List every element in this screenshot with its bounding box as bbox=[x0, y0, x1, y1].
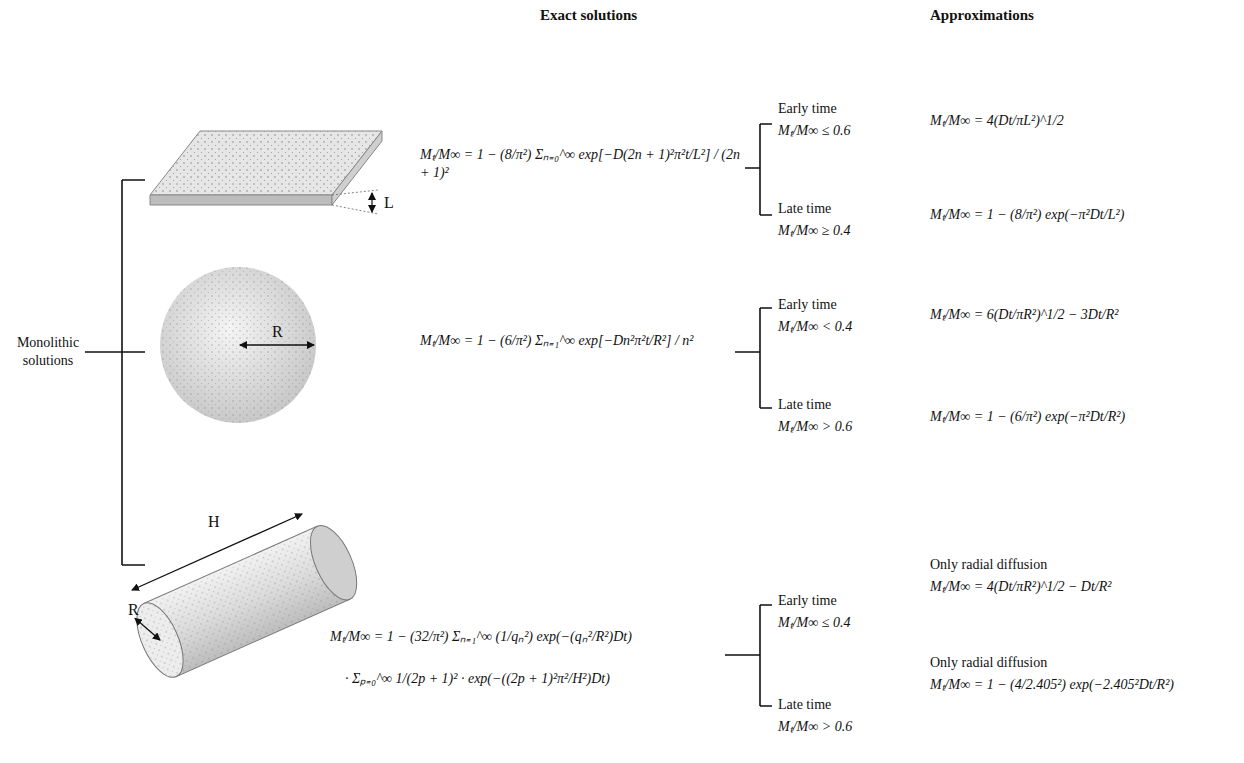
approximation: Mₜ/M∞ = 6(Dt/πR²)^1/2 − 3Dt/R² bbox=[930, 306, 1230, 324]
dimension-label: L bbox=[384, 193, 394, 213]
validity-condition: Mₜ/M∞ > 0.6 bbox=[778, 718, 852, 736]
group-label: Monolithic solutions bbox=[8, 334, 88, 369]
validity-condition: Mₜ/M∞ ≥ 0.4 bbox=[778, 222, 850, 240]
exact-solution: Mₜ/M∞ = 1 − (8/π²) Σₙ₌₀^∞ exp[−D(2n + 1)… bbox=[420, 146, 740, 181]
regime-label: Late time bbox=[778, 696, 831, 714]
exact-solution: Mₜ/M∞ = 1 − (6/π²) Σₙ₌₁^∞ exp[−Dn²π²t/R²… bbox=[420, 332, 730, 350]
regime-label: Early time bbox=[778, 592, 837, 610]
regime-label: Late time bbox=[778, 200, 831, 218]
exact-solution: Mₜ/M∞ = 1 − (32/π²) Σₙ₌₁^∞ (1/qₙ²) exp(−… bbox=[330, 628, 720, 646]
validity-condition: Mₜ/M∞ > 0.6 bbox=[778, 418, 852, 436]
regime-label: Late time bbox=[778, 396, 831, 414]
approximation: Mₜ/M∞ = 1 − (8/π²) exp(−π²Dt/L²) bbox=[930, 206, 1230, 224]
validity-condition: Mₜ/M∞ ≤ 0.6 bbox=[778, 122, 850, 140]
dimension-label: H bbox=[208, 512, 220, 532]
approximation: Mₜ/M∞ = 4(Dt/πR²)^1/2 − Dt/R² bbox=[930, 578, 1230, 596]
cylinder-illustration bbox=[127, 514, 366, 684]
dimension-label: R bbox=[128, 600, 139, 620]
approximation: Mₜ/M∞ = 1 − (6/π²) exp(−π²Dt/R²) bbox=[930, 408, 1230, 426]
regime-label: Early time bbox=[778, 100, 837, 118]
exact-solution: · Σₚ₌₀^∞ 1/(2p + 1)² · exp(−((2p + 1)²π²… bbox=[345, 670, 720, 688]
note: Only radial diffusion bbox=[930, 654, 1047, 672]
brackets bbox=[85, 124, 772, 706]
validity-condition: Mₜ/M∞ ≤ 0.4 bbox=[778, 614, 850, 632]
column-heading: Approximations bbox=[930, 6, 1034, 25]
slab-illustration bbox=[150, 131, 382, 214]
approximation: Mₜ/M∞ = 1 − (4/2.405²) exp(−2.405²Dt/R²) bbox=[930, 676, 1230, 694]
dimension-label: R bbox=[272, 322, 283, 342]
validity-condition: Mₜ/M∞ < 0.4 bbox=[778, 318, 852, 336]
approximation: Mₜ/M∞ = 4(Dt/πL²)^1/2 bbox=[930, 112, 1230, 130]
note: Only radial diffusion bbox=[930, 556, 1047, 574]
column-heading: Exact solutions bbox=[540, 6, 637, 25]
sphere-illustration bbox=[160, 267, 316, 423]
regime-label: Early time bbox=[778, 296, 837, 314]
